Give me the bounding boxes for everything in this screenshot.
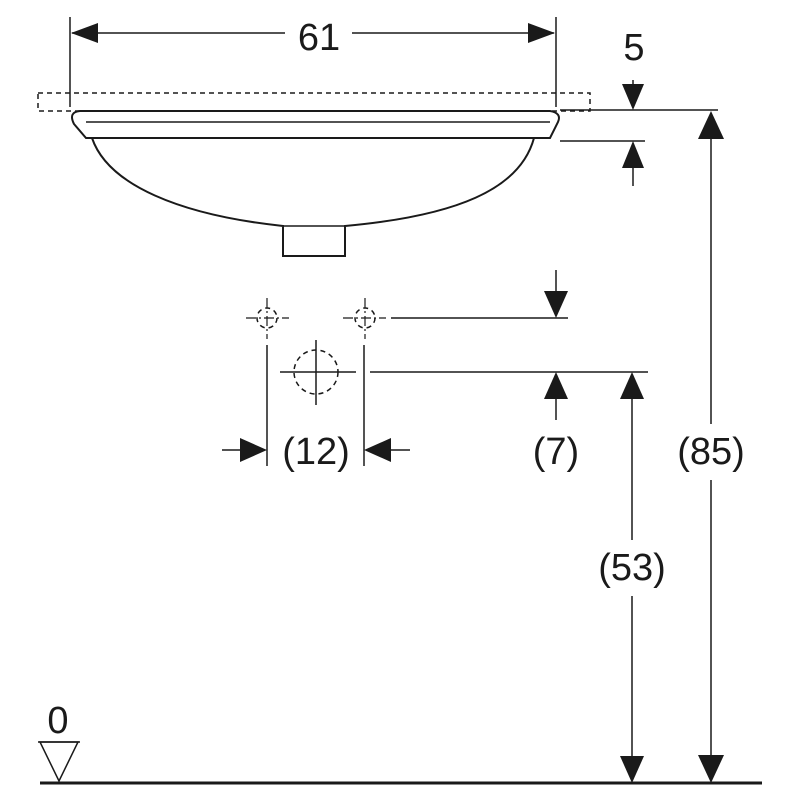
tap-offset-arrow-bottom <box>544 372 568 399</box>
width-arrow-left <box>71 23 98 43</box>
dimension-total-height: (85) <box>677 111 745 783</box>
rim-arrow-bottom <box>622 141 644 168</box>
tap-spacing-arrow-left <box>240 438 267 462</box>
dimension-tap-offset: (7) <box>370 270 648 473</box>
countertop-dashed <box>37 92 591 112</box>
tap-hole-left <box>246 298 289 339</box>
tap-offset-arrow-top <box>544 291 568 318</box>
level-triangle-icon <box>38 741 80 783</box>
tap-hole-right <box>343 298 386 339</box>
drain-arrow-bottom <box>620 756 644 783</box>
total-height-label: (85) <box>677 431 745 473</box>
dimension-rim-thickness: 5 <box>560 27 718 186</box>
floor-level-label: 0 <box>47 700 68 742</box>
width-arrow-right <box>528 23 555 43</box>
drain-height-label: (53) <box>598 547 666 589</box>
tap-spacing-arrow-right <box>364 438 391 462</box>
drain-outlet <box>280 340 356 405</box>
dimension-tap-spacing: (12) <box>222 345 410 473</box>
basin-bowl <box>91 137 535 257</box>
rim-arrow-top <box>622 84 644 110</box>
width-label: 61 <box>298 17 340 59</box>
floor-level-marker: 0 <box>38 700 762 785</box>
total-arrow-bottom <box>698 755 724 783</box>
rim-label: 5 <box>623 27 644 69</box>
tap-spacing-label: (12) <box>282 431 350 473</box>
washbasin-outline <box>37 92 591 257</box>
total-arrow-top <box>698 111 724 139</box>
basin-rim <box>71 110 560 139</box>
drain-arrow-top <box>620 372 644 399</box>
tap-offset-label: (7) <box>533 431 579 473</box>
dimension-drain-height: (53) <box>598 372 666 783</box>
dimension-width: 61 <box>69 17 557 107</box>
